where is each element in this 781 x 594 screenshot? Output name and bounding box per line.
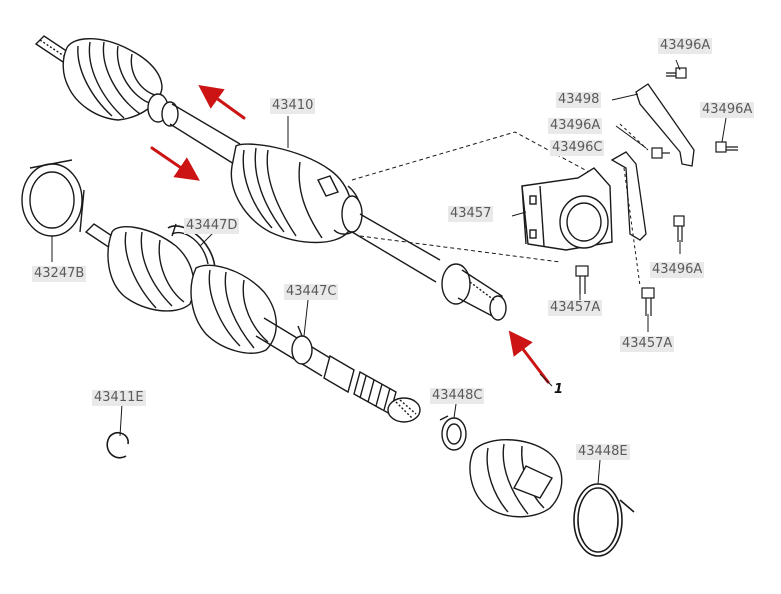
direction-arrows — [150, 84, 550, 384]
part-label-43496A-mid: 43496A — [548, 118, 603, 134]
part-label-43410: 43410 — [270, 98, 316, 114]
bracket-stays — [610, 83, 695, 241]
part-label-43411E: 43411E — [92, 390, 146, 406]
inner-boot-43448E — [469, 439, 563, 518]
part-label-43457A-lower: 43457A — [620, 336, 675, 352]
part-label-43448E: 43448E — [576, 444, 630, 460]
part-label-43498: 43498 — [556, 92, 602, 108]
label-leader-lines — [51, 59, 727, 485]
clamp-43448C — [439, 415, 467, 451]
part-label-43448C: 43448C — [430, 388, 485, 404]
part-label-43457: 43457 — [448, 206, 494, 222]
part-label-43496A-top: 43496A — [658, 38, 713, 54]
part-label-43457A-upper: 43457A — [548, 300, 603, 316]
boot-ring — [21, 159, 85, 237]
part-label-43247B: 43247B — [32, 266, 87, 282]
part-label-43496A-lower: 43496A — [650, 262, 705, 278]
circlip-43411E — [106, 432, 129, 459]
upper-drive-shaft — [34, 35, 507, 321]
part-label-43447C: 43447C — [284, 284, 339, 300]
callout-number: 1 — [554, 382, 564, 397]
part-label-43496A-right: 43496A — [700, 102, 755, 118]
stay-bolts — [651, 67, 738, 242]
arrow-down-right-icon — [150, 146, 200, 181]
part-label-43496C: 43496C — [550, 140, 605, 156]
arrow-up-icon — [508, 330, 550, 384]
center-bearing-bracket — [521, 167, 613, 251]
arrow-up-left-icon — [198, 84, 246, 120]
lower-drive-shaft — [84, 223, 421, 423]
part-label-43447D: 43447D — [184, 218, 240, 234]
band-clamp-43448E — [573, 483, 635, 557]
bracket-dashed-leader — [351, 131, 601, 263]
